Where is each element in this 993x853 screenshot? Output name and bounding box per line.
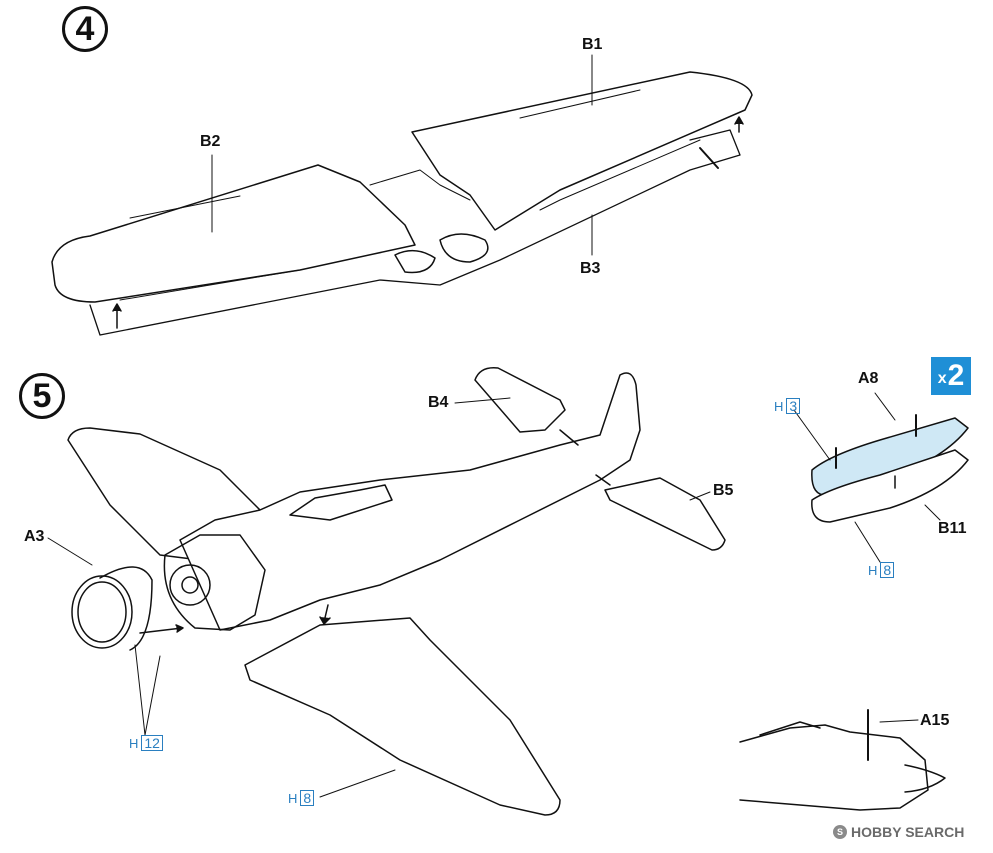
- step-number-5: 5: [19, 373, 65, 419]
- cowling-a3: [71, 575, 133, 649]
- label-a3: A3: [24, 528, 45, 545]
- stabilizer-b4: [474, 367, 566, 433]
- wing-upper-left-b2: [51, 164, 416, 303]
- label-b11: B11: [938, 520, 967, 537]
- watermark: S HOBBY SEARCH: [833, 824, 964, 840]
- label-b4: B4: [428, 394, 449, 411]
- canopy: [289, 484, 393, 521]
- hobby-search-logo-icon: S: [833, 825, 847, 839]
- label-a15: A15: [920, 712, 950, 729]
- a15-detail: [739, 709, 946, 811]
- step5-aircraft-assembly: [47, 367, 726, 816]
- stabilizer-b5: [604, 477, 726, 551]
- label-b5: B5: [713, 482, 734, 499]
- drop-tank-b11: [811, 449, 969, 523]
- label-b2: B2: [200, 133, 221, 150]
- label-a8: A8: [858, 370, 879, 387]
- label-b1: B1: [582, 36, 603, 53]
- step-number-4: 4: [62, 6, 108, 52]
- drop-tank-a8: [811, 417, 969, 497]
- label-b3: B3: [580, 260, 601, 277]
- engine-front: [163, 534, 266, 631]
- fuselage: [179, 372, 641, 631]
- step4-wing-assembly: [51, 54, 753, 336]
- wing-upper-right-b1: [411, 71, 753, 231]
- main-wing-lower: [244, 617, 561, 816]
- drop-tank-subassembly: [793, 392, 969, 563]
- wing-lower-b3: [89, 129, 741, 336]
